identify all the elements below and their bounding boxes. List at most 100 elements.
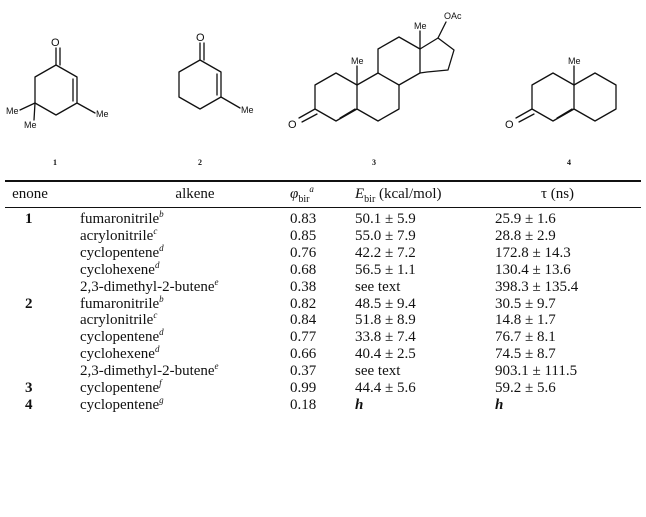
cell-lifetime: 398.3 ± 135.4 (495, 278, 579, 295)
structure-1-oxygen: O (51, 37, 60, 49)
cell-alkene: cyclopentenef (80, 378, 162, 397)
cell-alkene: cyclopentened (80, 327, 164, 346)
cell-quantum-yield: 0.83 (290, 211, 317, 227)
cell-lifetime: 59.2 ± 5.6 (495, 380, 556, 396)
cell-enone: 1 (25, 211, 33, 227)
cell-alkene: 2,3-dimethyl-2-butenee (80, 276, 219, 296)
structure-3-oxygen: O (288, 119, 297, 131)
cell-lifetime: 130.4 ± 13.6 (495, 261, 571, 278)
cell-lifetime: 76.7 ± 8.1 (495, 329, 556, 346)
header-energy: Ebir (kcal/mol) (355, 186, 442, 205)
cell-enone: 3 (25, 380, 33, 396)
structure-4-methyl: Me (568, 56, 581, 66)
header-lifetime: τ (ns) (540, 186, 575, 202)
cell-alkene: 2,3-dimethyl-2-butenee (80, 361, 219, 380)
cell-alkene: cyclopentened (80, 242, 164, 262)
footnote-marker: e (214, 276, 219, 287)
footnote-marker: g (159, 394, 164, 405)
cell-quantum-yield: 0.37 (290, 363, 317, 380)
structure-2-oxygen: O (196, 32, 205, 44)
cell-energy: 44.4 ± 5.6 (355, 380, 416, 396)
cell-energy: 55.0 ± 7.9 (355, 227, 416, 244)
structure-1-methyl-c: Me (24, 120, 37, 130)
cell-enone: 4 (25, 396, 33, 413)
cell-quantum-yield: 0.99 (290, 380, 317, 396)
alkene-name: 2,3-dimethyl-2-butene (80, 363, 215, 380)
cell-lifetime: 74.5 ± 8.7 (495, 346, 556, 363)
structure-4 (515, 65, 617, 123)
cell-quantum-yield: 0.66 (290, 346, 317, 363)
footnote-marker: e (214, 361, 219, 372)
cell-lifetime: 28.8 ± 2.9 (495, 227, 556, 244)
structure-3-methyl-c10: Me (351, 56, 364, 66)
cell-enone: 2 (25, 295, 33, 312)
cell-quantum-yield: 0.82 (290, 295, 317, 312)
cell-energy: 51.8 ± 8.9 (355, 312, 416, 329)
cell-alkene: acrylonitrilec (80, 225, 158, 245)
alkene-name: acrylonitrile (80, 227, 154, 244)
cell-alkene: cyclohexened (80, 259, 160, 279)
cell-lifetime: 25.9 ± 1.6 (495, 211, 556, 227)
cell-quantum-yield: 0.85 (290, 227, 317, 244)
structure-2-label: 2 (198, 158, 202, 167)
footnote-marker: c (153, 310, 158, 321)
cell-quantum-yield: 0.76 (290, 244, 317, 261)
table-top-rule (5, 180, 641, 182)
structure-3-methyl-c13: Me (414, 21, 427, 31)
cell-energy: h (355, 396, 364, 413)
cell-energy: 33.8 ± 7.4 (355, 329, 416, 346)
cell-lifetime: h (495, 396, 504, 413)
cell-energy: see text (355, 363, 401, 380)
alkene-name: cyclopentene (80, 244, 160, 261)
footnote-marker: c (153, 225, 158, 236)
cell-lifetime: 30.5 ± 9.7 (495, 295, 556, 312)
cell-quantum-yield: 0.84 (290, 312, 317, 329)
alkene-name: 2,3-dimethyl-2-butene (80, 278, 215, 295)
cell-energy: 56.5 ± 1.1 (355, 261, 416, 278)
footnote-marker: d (159, 327, 164, 338)
structure-1-methyl-b: Me (6, 106, 19, 116)
alkene-name: cyclopentene (80, 380, 160, 396)
alkene-name: fumaronitrile (80, 295, 160, 312)
footnote-marker: f (159, 378, 162, 388)
cell-alkene: cyclopenteneg (80, 394, 164, 414)
structure-4-label: 4 (567, 158, 571, 167)
footnote-marker: d (154, 344, 160, 355)
alkene-name: cyclohexene (80, 346, 155, 363)
cell-alkene: fumaronitrileb (80, 209, 164, 228)
alkene-name: cyclopentene (80, 329, 160, 346)
cell-energy: 50.1 ± 5.9 (355, 211, 416, 227)
structure-1-label: 1 (53, 158, 57, 167)
alkene-name: acrylonitrile (80, 312, 154, 329)
alkene-name: cyclohexene (80, 261, 155, 278)
cell-quantum-yield: 0.18 (290, 396, 317, 413)
cell-quantum-yield: 0.77 (290, 329, 317, 346)
header-quantum-yield: φbira (290, 184, 314, 205)
footnote-marker: b (159, 293, 164, 304)
header-enone: enone (12, 186, 48, 202)
structure-2-methyl: Me (241, 105, 254, 115)
cell-lifetime: 14.8 ± 1.7 (495, 312, 556, 329)
structure-3 (298, 21, 455, 123)
table-header-rule (5, 207, 641, 208)
cell-quantum-yield: 0.68 (290, 261, 317, 278)
structure-4-oxygen: O (505, 119, 514, 131)
cell-alkene: acrylonitrilec (80, 310, 158, 329)
cell-lifetime: 172.8 ± 14.3 (495, 244, 571, 261)
footnote-marker: b (159, 209, 164, 219)
alkene-name: cyclopentene (80, 396, 160, 413)
structure-2 (178, 42, 241, 110)
structure-3-label: 3 (372, 158, 376, 167)
cell-alkene: fumaronitrileb (80, 293, 164, 313)
cell-energy: 40.4 ± 2.5 (355, 346, 416, 363)
structure-1 (19, 47, 96, 121)
footnote-marker: d (154, 259, 160, 270)
cell-lifetime: 903.1 ± 111.5 (495, 363, 578, 380)
cell-quantum-yield: 0.38 (290, 278, 317, 295)
cell-energy: 42.2 ± 7.2 (355, 244, 416, 261)
structure-1-methyl-a: Me (96, 109, 109, 119)
structure-3-acetate: OAc (444, 11, 462, 21)
header-alkene: alkene (175, 186, 215, 202)
alkene-name: fumaronitrile (80, 211, 160, 227)
footnote-marker: d (159, 242, 164, 253)
